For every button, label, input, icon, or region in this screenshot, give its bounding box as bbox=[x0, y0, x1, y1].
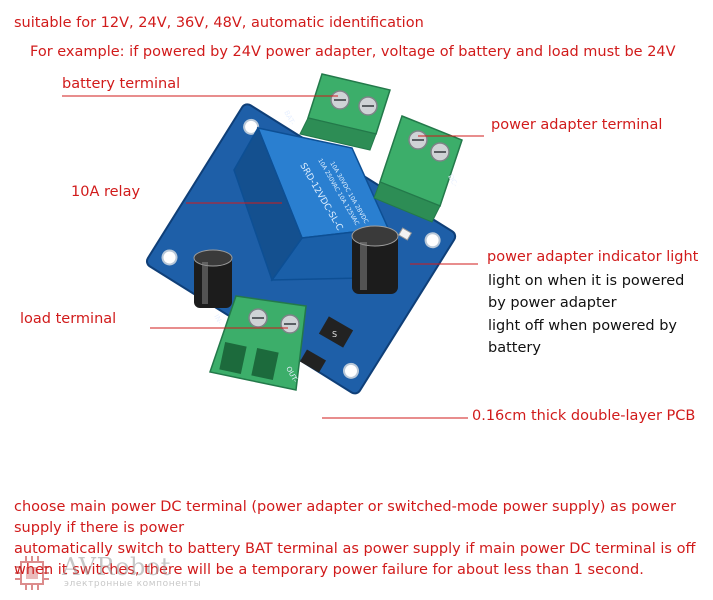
label-pcb: 0.16cm thick double-layer PCB bbox=[472, 408, 696, 424]
capacitor-left bbox=[193, 249, 233, 308]
label-load-terminal: load terminal bbox=[20, 311, 117, 327]
label-power-adapter-terminal: power adapter terminal bbox=[491, 117, 663, 133]
load-terminal-block bbox=[209, 295, 307, 391]
indicator-desc-4: battery bbox=[488, 340, 541, 356]
label-relay: 10A relay bbox=[71, 184, 141, 200]
watermark-subtitle: электронные компоненты bbox=[64, 579, 202, 589]
indicator-desc-2: by power adapter bbox=[488, 295, 617, 311]
relay: SRD-12VDC-SL-C 10A 250VAC 10A 125VAC 10A… bbox=[233, 126, 390, 282]
dc-terminal-block bbox=[373, 115, 463, 223]
ic-chip: S bbox=[318, 316, 354, 348]
chip-logo-icon bbox=[15, 556, 49, 590]
footer-line-3: automatically switch to battery BAT term… bbox=[14, 541, 696, 557]
label-indicator: power adapter indicator light bbox=[487, 249, 699, 265]
watermark: AVRobot электронные компоненты bbox=[10, 553, 240, 593]
footer-line-4: when it switches, there will be a tempor… bbox=[14, 562, 644, 578]
label-battery-terminal: battery terminal bbox=[62, 76, 181, 92]
watermark-title: AVRobot bbox=[62, 553, 171, 581]
footer-line-2: supply if there is power bbox=[14, 520, 185, 536]
indicator-led bbox=[397, 227, 413, 241]
pin-in-label: IN- bbox=[212, 313, 224, 326]
indicator-desc-3: light off when powered by bbox=[488, 318, 678, 334]
capacitor-right bbox=[351, 225, 399, 294]
footer-line-1: choose main power DC terminal (power ada… bbox=[14, 499, 676, 515]
ic-chip-mark: S bbox=[332, 330, 337, 339]
battery-terminal-block bbox=[299, 73, 391, 151]
diode-chip bbox=[299, 349, 327, 373]
pin-bat-label: BAT- bbox=[282, 109, 296, 127]
header-line-2: For example: if powered by 24V power ada… bbox=[30, 44, 676, 60]
footer-text: choose main power DC terminal (power ada… bbox=[14, 497, 704, 581]
indicator-desc-1: light on when it is powered bbox=[488, 273, 685, 289]
header-line-1: suitable for 12V, 24V, 36V, 48V, automat… bbox=[14, 15, 424, 31]
